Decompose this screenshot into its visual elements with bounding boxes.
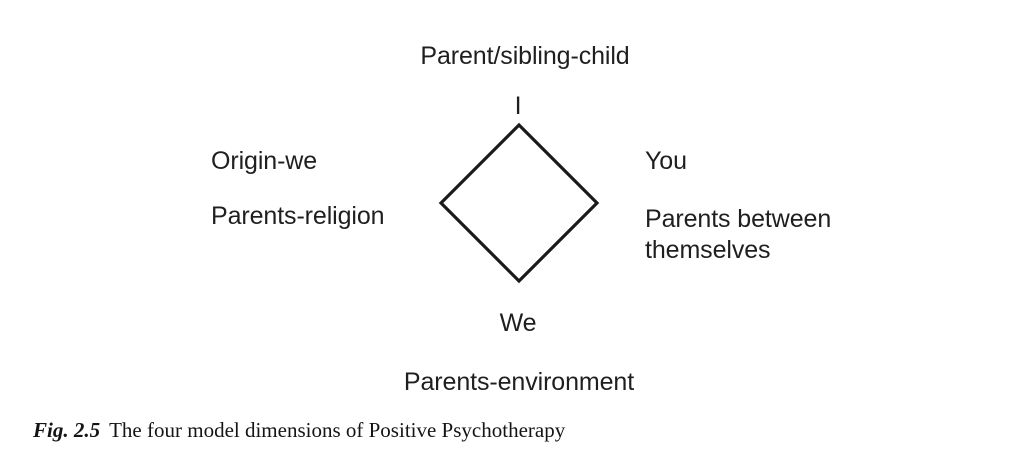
label-parents-religion: Parents-religion [211, 201, 385, 230]
label-parent-sibling-child: Parent/sibling-child [420, 42, 630, 70]
label-i-marker: I [514, 92, 522, 120]
diamond-shape-icon [438, 122, 600, 284]
caption-figure-number: Fig. 2.5 [33, 418, 101, 442]
label-we: We [499, 309, 537, 337]
caption-figure-text: The four model dimensions of Positive Ps… [109, 418, 566, 442]
figure-caption: Fig. 2.5 The four model dimensions of Pos… [33, 418, 565, 443]
label-parents-environment: Parents-environment [403, 368, 635, 396]
label-parents-between-themselves: Parents between themselves [645, 204, 832, 264]
right-label-group: You Parents between themselves [645, 146, 905, 266]
label-origin-we: Origin-we [211, 147, 318, 175]
left-label-group: Origin-we Parents-religion [211, 146, 411, 232]
label-you: You [645, 147, 687, 175]
